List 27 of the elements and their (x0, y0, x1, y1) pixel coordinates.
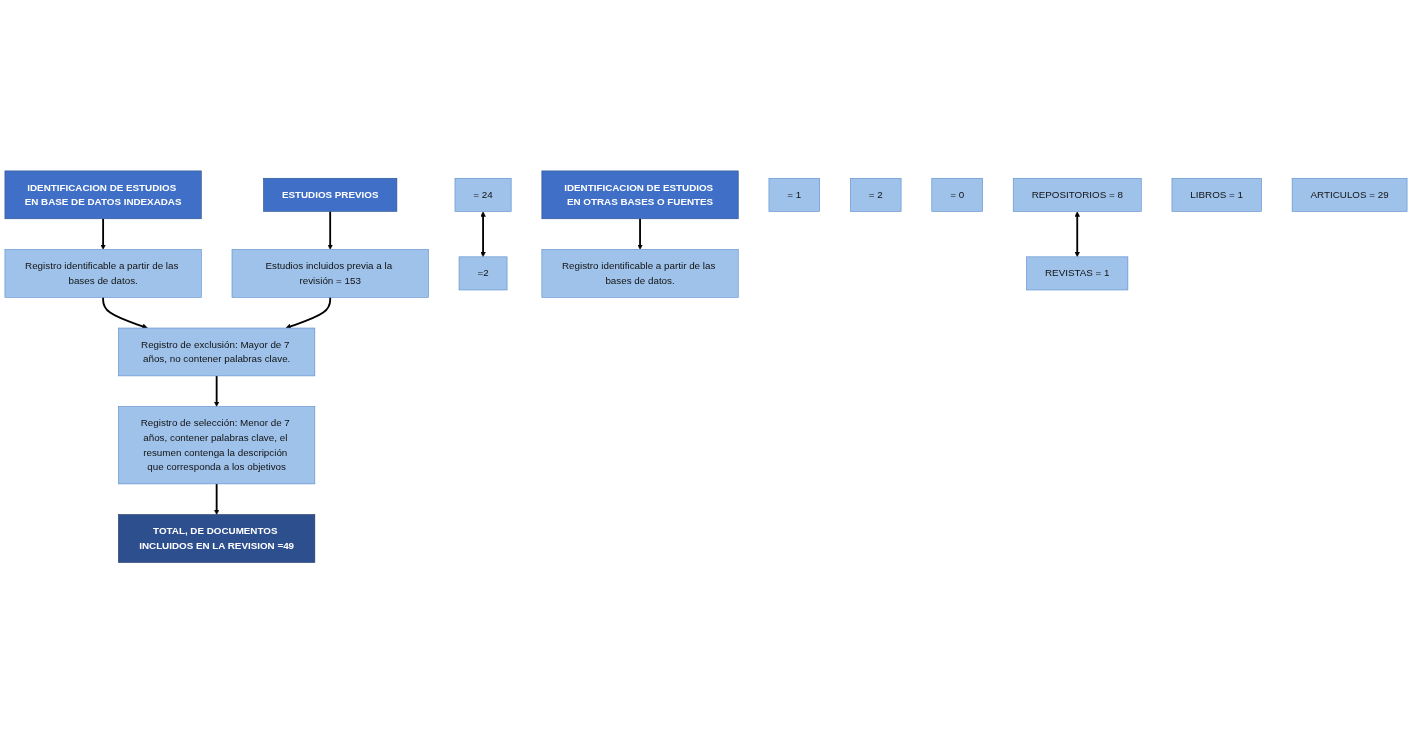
node-box: = 2 (850, 177, 902, 212)
arrow (327, 210, 333, 250)
arrow (100, 217, 106, 250)
node-box: Registro de selección: Menor de 7 años, contener palabras clave, el resumen contenga la descripción que corresponda a los objetivos (118, 406, 316, 484)
node-box: IDENTIFICACION DE ESTUDIOS EN OTRAS BASES O FUENTES (541, 170, 739, 219)
node-box: = 24 (454, 177, 512, 212)
node-box: =2 (458, 256, 508, 291)
arrow (637, 217, 643, 250)
node-box: = 0 (931, 177, 983, 212)
node-box: Registro identificable a partir de las bases de datos. (541, 248, 739, 298)
node-box: Registro de exclusión: Mayor de 7 años, no contener palabras clave. (118, 327, 316, 376)
arrow (213, 482, 220, 515)
node-box: IDENTIFICACION DE ESTUDIOS EN BASE DE DATOS INDEXADAS (4, 170, 202, 219)
arrow (102, 296, 148, 329)
node-box: ESTUDIOS PREVIOS (263, 177, 398, 212)
node-box: REPOSITORIOS = 8 (1012, 177, 1142, 212)
node-box: Estudios incluidos previa a la revisión = 153 (231, 248, 429, 298)
arrow (480, 211, 486, 257)
node-box: = 1 (768, 177, 820, 212)
node-box: TOTAL, DE DOCUMENTOS INCLUIDOS EN LA REVISION =49 (118, 514, 316, 563)
arrow (1074, 211, 1080, 257)
node-box: LIBROS = 1 (1171, 177, 1262, 212)
arrow (285, 296, 332, 329)
node-box: REVISTAS = 1 (1026, 256, 1129, 291)
node-box: Registro identificable a partir de las bases de datos. (4, 248, 202, 298)
node-box: ARTICULOS = 29 (1291, 177, 1408, 212)
arrow (213, 374, 220, 407)
